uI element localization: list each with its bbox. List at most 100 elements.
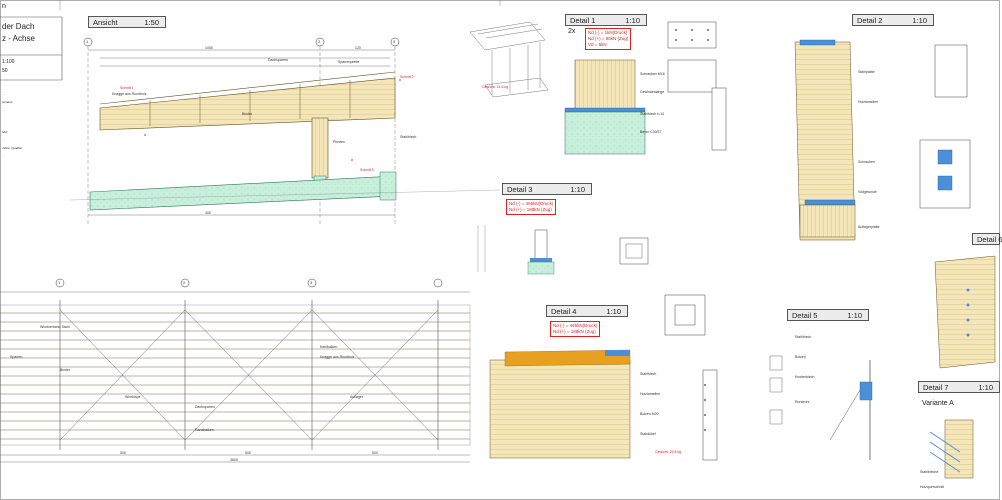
annotation: Schnitt 1 — [120, 86, 134, 90]
detail3-title: Detail 3 1:10 — [502, 183, 592, 195]
detail3-forces: Nd (-) = 465kN(Druck) Nd (+) = 188kN (Zu… — [506, 199, 557, 215]
force-line: Nd (-) = 465kN(Druck) — [509, 201, 554, 206]
detail7-drawing — [929, 419, 974, 479]
ansicht-elevation — [69, 37, 501, 225]
axis-label: 2 — [183, 280, 186, 285]
annotation: Stahlblech t=10 — [640, 112, 665, 116]
annotation: Sparren — [10, 355, 23, 359]
ansicht-scale: 1:50 — [144, 18, 159, 27]
annotation: Holzquerschnitt — [920, 485, 945, 489]
detail1-weight: Gewicht: 14,6 kg — [482, 85, 509, 89]
axis-marker — [83, 37, 400, 47]
annotation: Pfosten — [333, 140, 345, 144]
detail5-label: Detail 5 — [792, 311, 818, 320]
title-note: … — [2, 138, 5, 142]
plan-view — [0, 278, 471, 463]
annotation: Kehlbalken — [320, 345, 338, 349]
dimension-label: 120 — [355, 46, 361, 50]
dimension-label: 500 — [245, 451, 251, 455]
title-block — [0, 16, 63, 81]
annotation: Binder — [60, 368, 71, 372]
annotation: Auflager — [350, 395, 364, 399]
force-line: Nd (+) = 188kN (Zug) — [509, 207, 552, 212]
annotation: Sparrenpfette — [338, 60, 360, 64]
annotation: Schnitt 2 — [400, 75, 414, 79]
title-line-0: n — [2, 3, 6, 10]
annotation: Dachsparren — [195, 405, 216, 409]
title-note: verleimt — [2, 100, 13, 104]
annotation: Windrispe — [125, 395, 141, 399]
dimension-label: 500 — [120, 451, 126, 455]
detail5-drawing — [769, 355, 873, 460]
detail4-title: Detail 4 1:10 — [546, 305, 628, 317]
ansicht-title: Ansicht 1:50 — [88, 16, 166, 28]
axis-label: 1 — [86, 39, 89, 44]
title-line-1: der Dach — [2, 22, 35, 31]
detail4-scale: 1:10 — [606, 307, 621, 316]
detail1-label: Detail 1 — [570, 16, 596, 25]
detail1-scale: 1:10 — [625, 16, 640, 25]
annotation: Knagge aus Rundholz — [112, 92, 147, 96]
annotation: Stahlblech — [640, 372, 657, 376]
detail6-title: Detail 6 — [972, 233, 1002, 245]
annotation: Holzlamellen — [640, 392, 661, 396]
detail4-forces: Nd (-) = 465kN(Druck) Nd (+) = 188kN (Zu… — [550, 321, 601, 337]
annotation: Stahlblech — [400, 135, 417, 139]
annotation: Knotenblech — [795, 375, 815, 379]
detail1-drawing — [564, 21, 727, 155]
annotation: Dachsparren — [268, 58, 289, 62]
detail1-forces: Nd (-) = 1kN(Druck) Nd (+) = 98kN (Zug) … — [585, 28, 632, 50]
force-line: Nd (-) = 1kN(Druck) — [588, 30, 628, 35]
axis-label: 1 — [58, 280, 61, 285]
dimension-label: 3600 — [230, 458, 238, 462]
detail2-title: Detail 2 1:10 — [852, 14, 934, 26]
detail6-label: Detail 6 — [977, 235, 1002, 244]
detail3-drawing — [477, 225, 649, 275]
axis-label: 2 — [318, 39, 321, 44]
title-note: … — [2, 154, 5, 158]
annotation: Knagge aus Rundholz — [320, 355, 355, 359]
detail2-label: Detail 2 — [857, 16, 883, 25]
force-line: Vd = 5kN — [588, 42, 607, 47]
title-note: rhöhe: Qualität — [2, 146, 22, 150]
title-line-2: z - Achse — [2, 34, 35, 43]
annotation: Schnitt 3 — [360, 168, 374, 172]
dimension-label: 1000 — [205, 46, 213, 50]
annotation: Schrauben M16 — [640, 72, 665, 76]
detail3-scale: 1:10 — [570, 185, 585, 194]
annotation: Windverband Stahl — [40, 325, 70, 329]
force-line: Nd (-) = 465kN(Druck) — [553, 323, 598, 328]
detail1-title: Detail 1 1:10 — [565, 14, 647, 26]
detail2-scale: 1:10 — [912, 16, 927, 25]
isometric-connector — [469, 21, 549, 98]
annotation: Vollgewinde — [858, 190, 877, 194]
force-line: Nd (+) = 98kN (Zug) — [588, 36, 629, 41]
force-line: Nd (+) = 188kN (Zug) — [553, 329, 596, 334]
detail4-weight: Gewicht: 29,8 kg — [655, 450, 682, 454]
detail7-scale: 1:10 — [978, 383, 993, 392]
annotation: Bolzen M20 — [640, 412, 659, 416]
detail3-label: Detail 3 — [507, 185, 533, 194]
detail7-label: Detail 7 — [923, 383, 949, 392]
detail1-count: 2x — [568, 28, 576, 35]
detail7-title: Detail 7 1:10 — [918, 381, 1000, 393]
detail4-drawing — [489, 294, 718, 461]
annotation: Stahlbleche — [920, 470, 939, 474]
title-note: hölz — [2, 130, 8, 134]
annotation: Holzlamellen — [858, 100, 879, 104]
dimension-label: 400 — [205, 211, 211, 215]
title-scale-2: 50 — [2, 68, 8, 74]
annotation: Bolzen — [795, 355, 806, 359]
annotation: Binder — [242, 112, 253, 116]
dimension-label: 500 — [372, 451, 378, 455]
annotation: Stahlplatte — [858, 70, 875, 74]
annotation: Stahlblech — [795, 335, 812, 339]
axis-label: 3 — [310, 280, 313, 285]
axis-marker — [55, 278, 443, 288]
detail2-drawing — [794, 39, 971, 241]
annotation: Randbalken — [195, 428, 214, 432]
detail6-drawing — [934, 255, 996, 369]
detail7-variant: Variante A — [922, 400, 954, 407]
title-note: … — [2, 92, 5, 96]
